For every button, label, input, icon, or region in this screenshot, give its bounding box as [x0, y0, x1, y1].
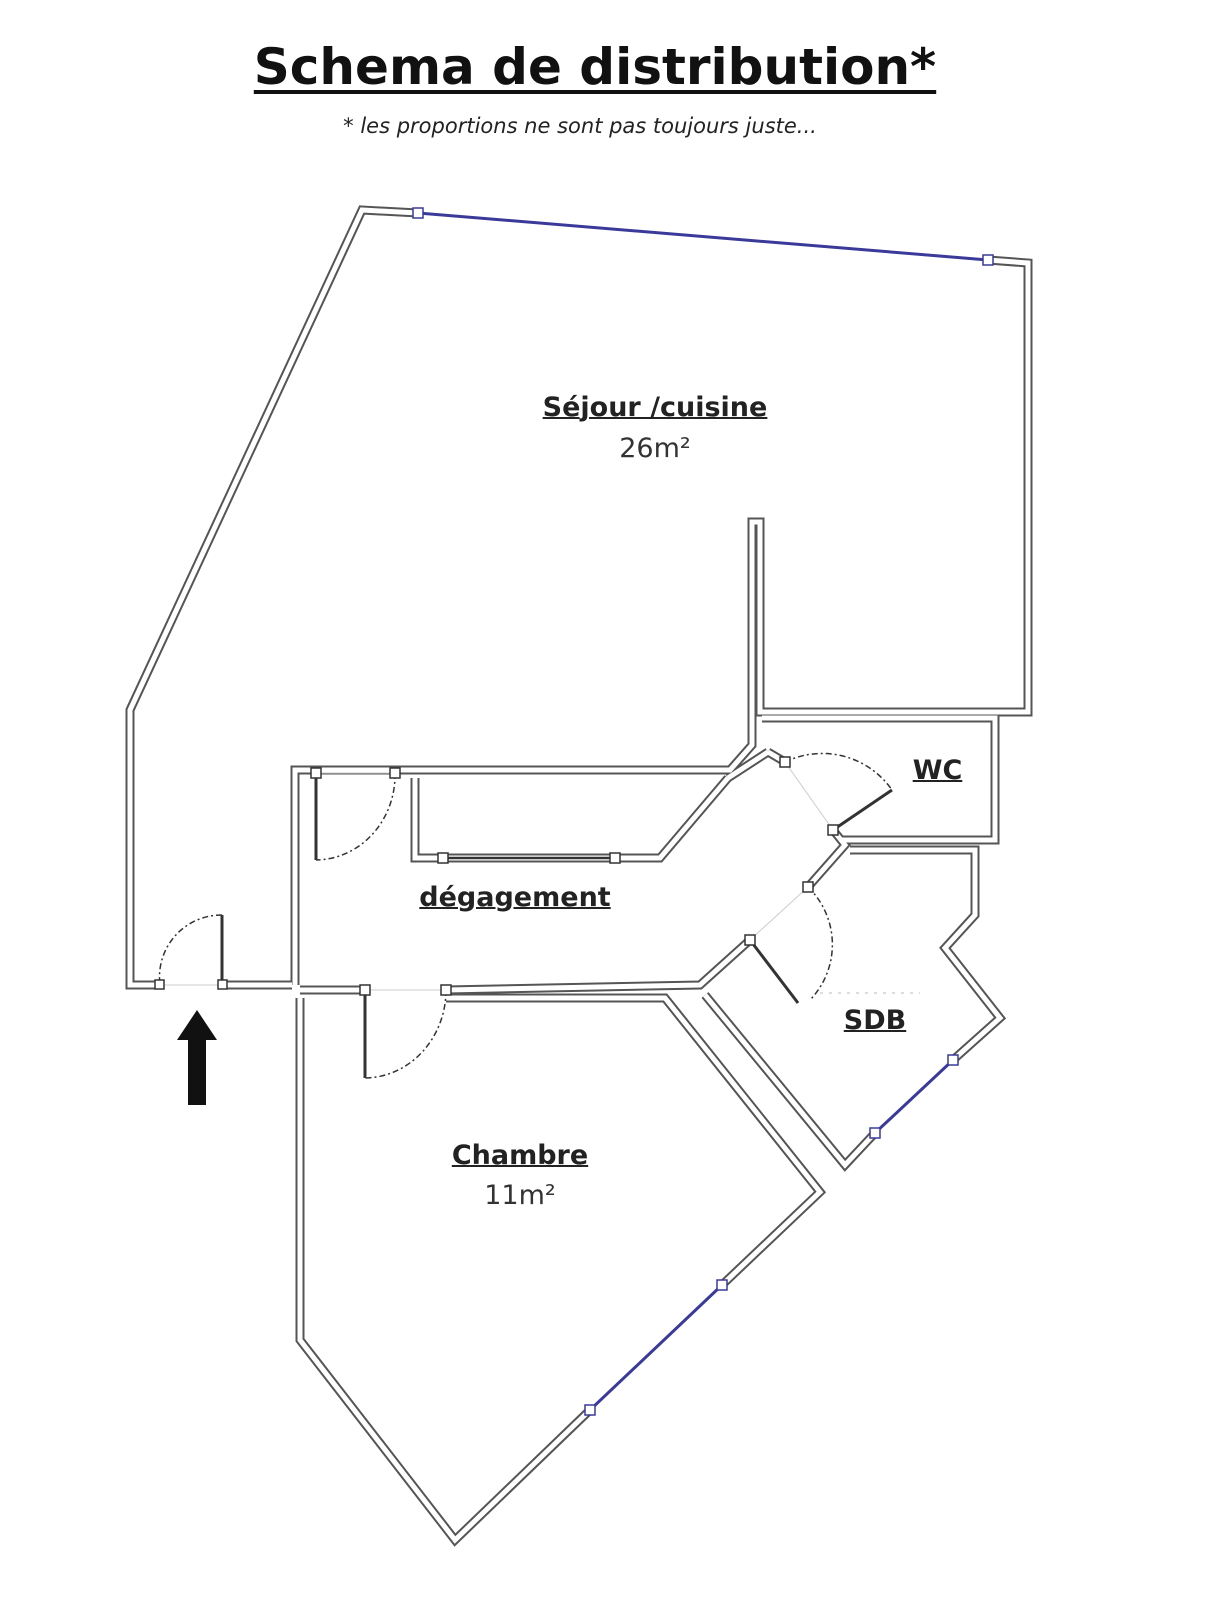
entrance-arrow-icon: [177, 1010, 217, 1105]
room-area-sejour: 26m²: [619, 433, 691, 464]
windows: [412, 207, 994, 1416]
plan-title: Schema de distribution*: [253, 38, 937, 96]
room-area-chambre: 11m²: [484, 1180, 556, 1211]
room-label-chambre: Chambre: [451, 1140, 589, 1171]
room-label-degagement: dégagement: [419, 882, 611, 913]
room-label-sejour: Séjour /cuisine: [542, 392, 768, 423]
room-label-sdb: SDB: [843, 1005, 907, 1036]
room-label-wc: WC: [912, 755, 963, 786]
walls: [125, 205, 1033, 1547]
plan-subtitle: * les proportions ne sont pas toujours j…: [343, 114, 817, 138]
doors: [154, 752, 920, 1079]
